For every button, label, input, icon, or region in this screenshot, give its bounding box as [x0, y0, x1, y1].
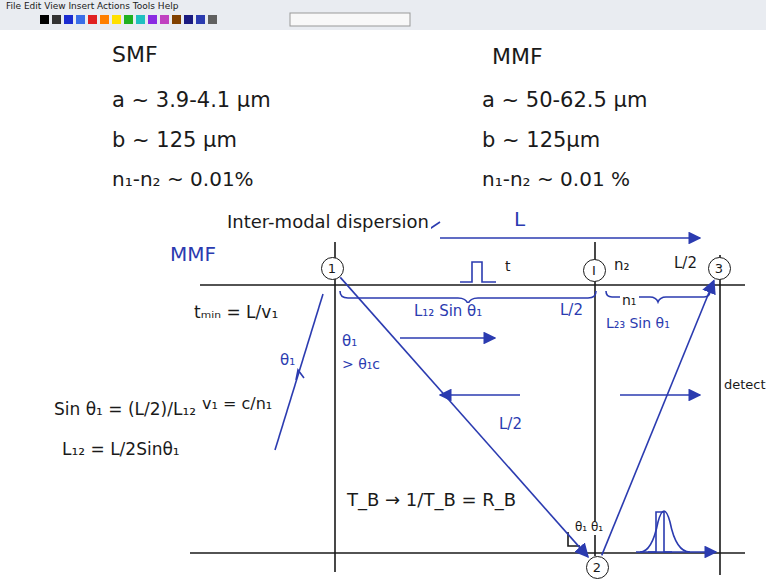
light-ray	[602, 280, 714, 555]
spec-text: b ~ 125μm	[480, 128, 602, 152]
fiber-lines	[190, 242, 745, 575]
angle-label: θ₁	[278, 352, 297, 369]
index-label: n₂	[612, 257, 632, 274]
heading: MMF	[490, 44, 545, 69]
index-label: n₁	[620, 292, 639, 308]
detector-label: detect	[722, 378, 766, 393]
color-palette	[40, 13, 410, 26]
formula: v₁ = c/n₁	[200, 395, 274, 413]
light-ray	[340, 277, 588, 557]
length-label: L	[512, 208, 527, 231]
angle-label: θ₁	[340, 333, 359, 350]
spec-text: n₁-n₂ ~ 0.01%	[110, 168, 256, 191]
formula: L₁₂ = L/2Sinθ₁	[60, 440, 182, 460]
length-label: L/2	[497, 416, 524, 433]
length-label: L/2	[558, 302, 585, 319]
fiber-label: MMF	[168, 243, 218, 266]
callout-number: 2	[593, 561, 601, 574]
callout-number: 1	[328, 262, 336, 275]
spec-text: n₁-n₂ ~ 0.01 %	[480, 168, 632, 191]
callout-number: I	[592, 264, 596, 277]
callout-circle: 2	[586, 556, 609, 579]
spec-text: b ~ 125 μm	[110, 128, 239, 152]
note-heading: Inter-modal dispersion	[225, 212, 431, 233]
callout-circle: I	[583, 259, 606, 282]
formula: Sin θ₁ = (L/2)/L₁₂	[52, 400, 198, 420]
callout-number: 3	[715, 262, 723, 275]
angle-label: > θ₁c	[340, 356, 382, 372]
length-label: L₁₂ Sin θ₁	[412, 303, 484, 320]
callout-circle: 1	[321, 257, 344, 280]
callout-circle: 3	[708, 257, 731, 280]
length-label: L₂₃ Sin θ₁	[604, 315, 672, 331]
length-label: L/2	[672, 255, 699, 272]
blue-annotations	[275, 222, 716, 552]
heading: SMF	[110, 42, 160, 67]
formula: tₘᵢₙ = L/v₁	[192, 303, 280, 323]
menu-bar: File Edit View Insert Actions Tools Help	[4, 1, 180, 11]
spec-text: a ~ 50-62.5 μm	[480, 88, 649, 112]
time-label: t	[503, 258, 513, 274]
formula: T_B → 1/T_B = R_B	[345, 490, 518, 511]
angle-label: θ₁ θ₁	[573, 521, 605, 535]
toolbar	[0, 0, 766, 30]
spec-text: a ~ 3.9-4.1 μm	[110, 88, 273, 112]
